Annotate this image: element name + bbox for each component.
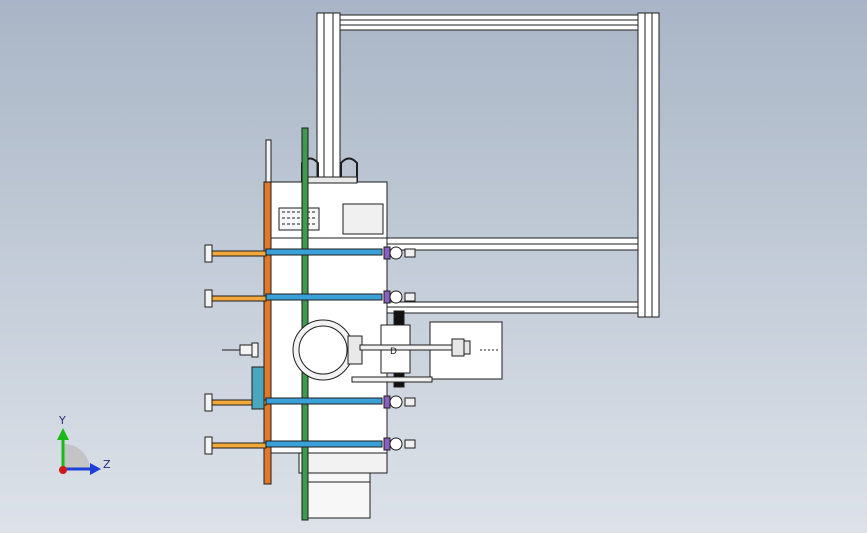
actuator-assembly[interactable]: D — [351, 310, 503, 388]
handle-right — [340, 157, 358, 182]
dark-spacer-top — [393, 310, 405, 326]
frame-right-post — [637, 12, 660, 318]
rail-1 — [265, 248, 383, 256]
bolt-3 — [204, 393, 267, 412]
coordinate-triad — [57, 428, 101, 475]
triad-z-label: Z — [103, 458, 111, 471]
bolt-2 — [204, 289, 267, 308]
rail-2 — [265, 293, 383, 301]
rail-3 — [265, 397, 383, 405]
actuator-rod-2 — [351, 376, 433, 383]
rod-nut-2 — [463, 340, 471, 355]
cylinder-inner — [298, 325, 348, 375]
round-cylinder[interactable] — [292, 319, 363, 381]
z-arrow-icon — [90, 463, 101, 475]
roller-set-1 — [383, 246, 416, 260]
bottom-motor — [307, 472, 371, 519]
rod-nut — [451, 338, 465, 357]
x-origin-icon — [59, 466, 67, 474]
y-arrow-icon — [57, 428, 69, 440]
housing-fin-block — [278, 207, 320, 231]
handle-cap — [301, 176, 358, 184]
actuator-label: D — [390, 347, 397, 357]
sensor-pin — [222, 342, 259, 358]
triad-quadrant-icon — [64, 444, 90, 470]
orange-mounting-plate — [263, 181, 272, 485]
body-lower-block — [298, 452, 388, 474]
roller-set-4 — [383, 437, 416, 451]
rail-rollers[interactable] — [383, 246, 416, 451]
frame-top-bar — [317, 14, 660, 31]
bolt-1 — [204, 244, 267, 263]
left-plates[interactable] — [263, 139, 272, 485]
roller-set-3 — [383, 395, 416, 409]
upper-housing[interactable] — [270, 157, 388, 239]
housing-inner — [342, 203, 384, 235]
blue-inset-box — [251, 366, 265, 410]
roller-set-2 — [383, 290, 416, 304]
triad-y-label: Y — [59, 414, 66, 427]
orange-bolts[interactable] — [204, 244, 267, 455]
bolt-4 — [204, 436, 267, 455]
rail-4 — [265, 440, 383, 448]
